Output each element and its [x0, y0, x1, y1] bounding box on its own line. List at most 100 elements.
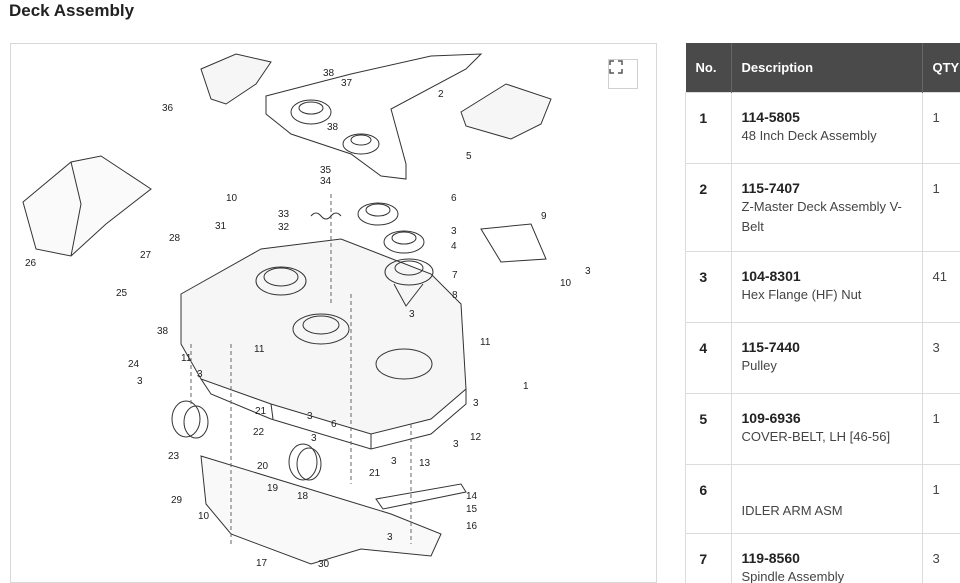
callout: 32 [278, 222, 290, 233]
callout: 3 [387, 532, 393, 543]
callout: 11 [181, 353, 192, 364]
row-number: 3 [699, 269, 708, 285]
callout: 3 [197, 369, 203, 380]
callout: 10 [226, 193, 238, 204]
callout: 21 [255, 406, 267, 417]
callout: 1 [523, 381, 529, 392]
callout: 5 [466, 151, 472, 162]
callout: 3 [391, 456, 397, 467]
part-number: 109-6936 [741, 410, 801, 426]
header-qty: QTY [922, 43, 960, 93]
blade [375, 483, 467, 510]
baffle [200, 455, 442, 565]
callout: 2 [438, 89, 444, 100]
part-number: 119-8560 [741, 550, 800, 566]
callout: 16 [466, 521, 478, 532]
row-number: 4 [699, 340, 708, 356]
v-belt [265, 53, 483, 180]
fullscreen-button[interactable] [608, 59, 638, 89]
belt-cover-right [460, 83, 552, 140]
callout: 12 [470, 432, 482, 443]
callout: 38 [157, 326, 169, 337]
row-number: 7 [699, 551, 708, 567]
callout: 29 [171, 495, 183, 506]
parts-table-container: No. Description QTY 1 114-5805 48 Inch De… [685, 43, 960, 583]
part-qty: 1 [932, 110, 940, 125]
table-row: 6 IDLER ARM ASM 1 [685, 464, 960, 534]
callout: 3 [451, 226, 457, 237]
callout: 3 [473, 398, 479, 409]
callout: 36 [162, 103, 174, 114]
callout: 3 [585, 266, 591, 277]
header-no: No. [685, 43, 732, 93]
part-qty: 41 [932, 269, 947, 284]
callout: 4 [451, 241, 457, 252]
callout: 6 [451, 193, 457, 204]
callout: 18 [297, 491, 309, 502]
row-number: 6 [699, 482, 708, 498]
callout: 3 [137, 376, 143, 387]
callout: 35 [320, 165, 332, 176]
part-number: 115-7407 [741, 180, 800, 196]
header-description: Description [731, 43, 923, 93]
callout: 11 [480, 337, 491, 348]
row-number: 1 [699, 110, 708, 126]
callout: 13 [419, 458, 431, 469]
part-description: Hex Flange (HF) Nut [741, 287, 862, 302]
callout: 11 [254, 344, 265, 355]
callout: 3 [409, 309, 415, 320]
callout: 9 [541, 211, 547, 222]
deck-shell [180, 238, 467, 435]
part-qty: 3 [932, 551, 940, 566]
callout: 34 [320, 176, 332, 187]
part-description: Pulley [741, 358, 777, 373]
exploded-diagram: 1 2 3 3 3 3 3 3 3 3 3 3 3 4 5 6 6 7 8 9 … [10, 43, 657, 583]
part-number [742, 465, 912, 497]
part-description: Z-Master Deck Assembly V-Belt [741, 199, 902, 234]
parts-table: No. Description QTY 1 114-5805 48 Inch De… [685, 43, 960, 583]
callout: 25 [116, 288, 128, 299]
callout: 37 [341, 78, 353, 89]
callout: 38 [327, 122, 339, 133]
table-row: 1 114-5805 48 Inch Deck Assembly 1 [685, 92, 960, 164]
callout: 24 [128, 359, 140, 370]
callout: 6 [331, 419, 337, 430]
part-number: 104-8301 [741, 268, 801, 284]
callout: 3 [453, 439, 459, 450]
callout: 17 [256, 558, 268, 569]
deck-assembly-drawing: 1 2 3 3 3 3 3 3 3 3 3 3 3 4 5 6 6 7 8 9 … [22, 53, 591, 570]
part-description: Spindle Assembly [741, 569, 845, 583]
callout: 27 [140, 250, 152, 261]
part-number: 114-5805 [741, 109, 800, 125]
callout: 26 [25, 258, 37, 269]
callout: 14 [466, 491, 478, 502]
part-qty: 1 [932, 411, 940, 426]
part-qty: 3 [932, 340, 940, 355]
part-number: 115-7440 [741, 339, 800, 355]
callout: 7 [452, 270, 458, 281]
belt-cover-left [200, 53, 272, 105]
callout: 33 [278, 209, 290, 220]
callout: 31 [215, 221, 227, 232]
callout: 38 [323, 68, 335, 79]
part-description: COVER-BELT, LH [46-56] [741, 429, 891, 444]
callout: 30 [318, 559, 330, 570]
callout: 10 [560, 278, 572, 289]
callout: 20 [257, 461, 269, 472]
page-title: Deck Assembly [9, 1, 135, 20]
discharge-chute [22, 155, 152, 257]
callout: 10 [198, 511, 210, 522]
callout: 19 [267, 483, 279, 494]
callout: 15 [466, 504, 478, 515]
callout: 22 [253, 427, 265, 438]
row-number: 5 [699, 411, 708, 427]
part-description: IDLER ARM ASM [741, 503, 843, 518]
part-description: 48 Inch Deck Assembly [741, 128, 877, 143]
table-header-row: No. Description QTY [685, 43, 960, 93]
callout: 3 [307, 411, 313, 422]
